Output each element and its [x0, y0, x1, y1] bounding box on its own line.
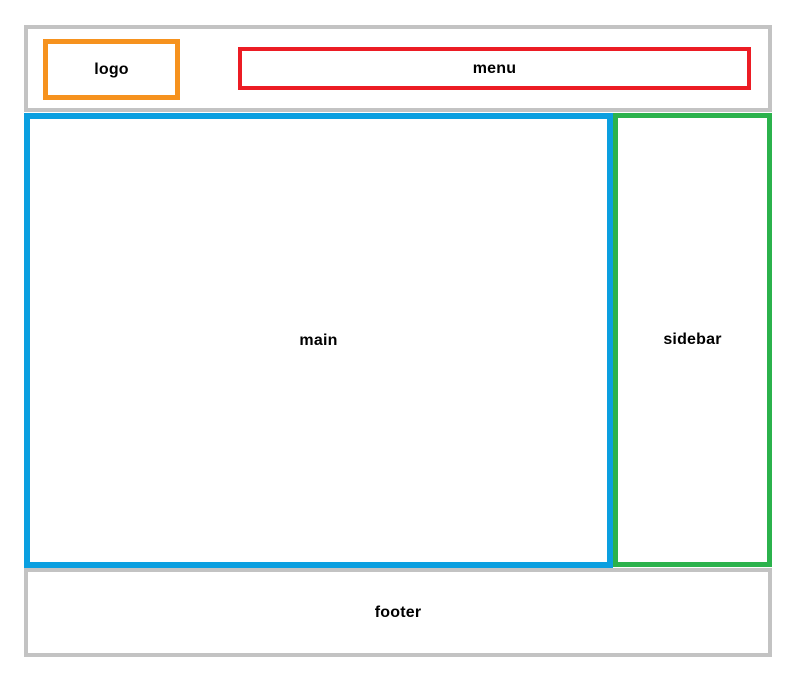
header-region-box: logo menu [24, 25, 772, 112]
sidebar-label: sidebar [663, 331, 722, 348]
footer-box: footer [24, 568, 772, 657]
main-label: main [299, 331, 338, 349]
menu-box: menu [238, 47, 751, 90]
menu-label: menu [472, 59, 517, 77]
logo-box: logo [43, 39, 180, 100]
logo-label: logo [94, 60, 129, 78]
sidebar-box: sidebar [613, 113, 772, 567]
footer-label: footer [374, 603, 422, 621]
main-content-box: main [24, 113, 613, 568]
